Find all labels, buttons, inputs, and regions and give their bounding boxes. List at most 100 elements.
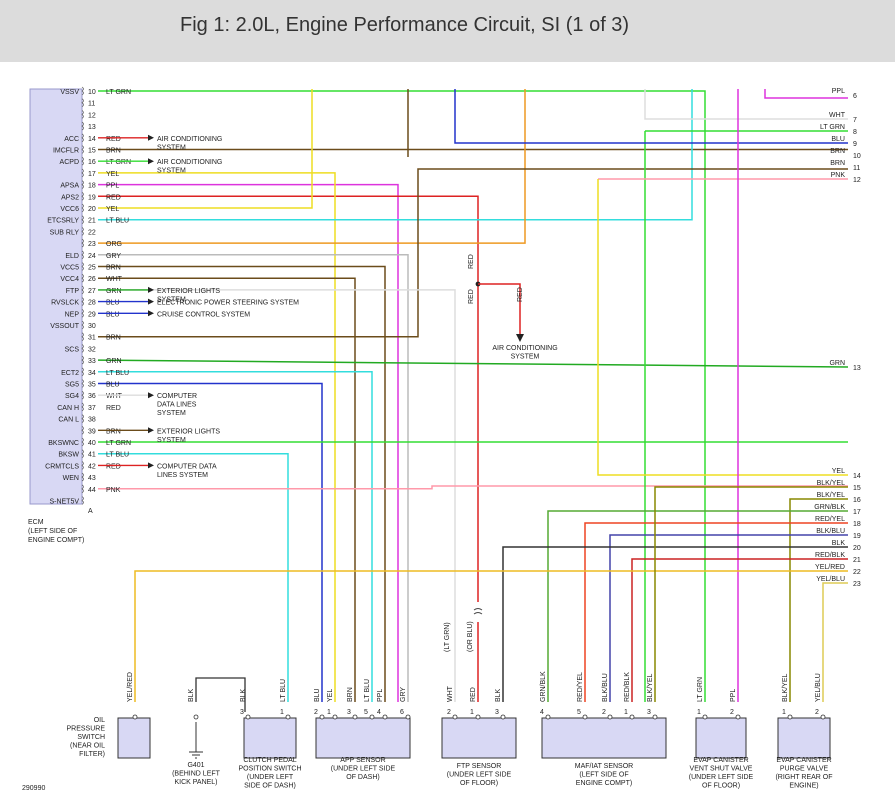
ecm-wire-color: LT BLU — [106, 370, 129, 377]
ecm-pin-name: VSSV — [60, 89, 79, 96]
ecm-wire-color: WHT — [106, 393, 123, 400]
right-wire-color: BLK/YEL — [817, 480, 846, 487]
splice-branch-wire — [478, 283, 521, 334]
component-label: POSITION SWITCH — [239, 766, 302, 773]
pin-terminal — [382, 714, 388, 720]
ecm-pin-number: 35 — [88, 382, 96, 389]
connector-mark — [81, 86, 84, 96]
connector-mark — [81, 402, 84, 412]
right-pin-number: 21 — [853, 557, 861, 564]
component-box — [541, 717, 667, 759]
ecm-box — [29, 88, 83, 505]
component-pin-number: 2 — [314, 709, 318, 716]
ecm-pin-number: 11 — [88, 101, 95, 108]
pin-terminal — [332, 714, 338, 720]
wire — [98, 90, 706, 702]
component-wire-color: YEL — [327, 689, 334, 702]
component-label: APP SENSOR — [340, 757, 385, 764]
ecm-wire-color: RED — [106, 405, 121, 412]
splice-wire-color: RED — [468, 289, 475, 304]
pin-terminal — [285, 714, 291, 720]
connector-mark — [81, 297, 84, 306]
wire — [644, 89, 848, 120]
connector-mark — [81, 461, 84, 470]
connector-mark — [81, 133, 84, 143]
component-pin-number: 3 — [495, 709, 499, 716]
ecm-pin-name: VCC6 — [60, 206, 79, 213]
component-box — [243, 717, 297, 759]
pin-terminal — [369, 714, 375, 720]
pin-terminal — [405, 714, 411, 720]
component-wire-color: LT BLU — [364, 679, 371, 702]
ecm-pin-number: 22 — [88, 229, 96, 236]
ecm-wire-color: RED — [106, 194, 121, 201]
connector-mark — [81, 390, 84, 400]
ecm-pin-number: 38 — [88, 417, 96, 424]
component-wire-color: YEL/BLU — [815, 673, 822, 702]
right-wire-color: PNK — [831, 172, 846, 179]
component-pin-number: 3 — [647, 709, 651, 716]
component-wire-alt: (OR BLU) — [467, 621, 474, 652]
wire — [98, 254, 409, 702]
component-label: OF DASH) — [346, 774, 379, 781]
component-label: ENGINE) — [789, 783, 818, 790]
component-label: OIL — [94, 717, 105, 724]
component-label: FILTER) — [79, 751, 105, 758]
component-label: SIDE OF DASH) — [244, 783, 296, 790]
pin-terminal — [582, 714, 588, 720]
component-label: MAF/IAT SENSOR — [575, 763, 633, 770]
ecm-wire-color: ORG — [106, 241, 122, 248]
ecm-pin-name: VSSOUT — [50, 323, 80, 330]
ecm-pin-name: CRMTCLS — [45, 463, 79, 470]
ecm-pin-number: 12 — [88, 112, 96, 119]
component-pin-number: 2 — [447, 709, 451, 716]
ecm-wire-color: BRN — [106, 148, 121, 155]
right-wire-color: PPL — [832, 88, 845, 95]
system-label: EXTERIOR LIGHTS — [157, 288, 220, 295]
ecm-pin-name: BKSWNC — [48, 440, 79, 447]
wire — [764, 89, 848, 99]
component-label: KICK PANEL) — [174, 779, 217, 786]
ecm-pin-number: 39 — [88, 428, 96, 435]
connector-mark — [81, 203, 84, 213]
component-label: VENT SHUT VALVE — [690, 766, 753, 773]
connector-break-icon — [473, 608, 483, 615]
connector-mark — [81, 437, 84, 447]
ecm-pin-number: 42 — [88, 463, 96, 470]
component-box — [315, 717, 411, 759]
right-pin-number: 18 — [853, 521, 861, 528]
right-wire-color: BLK/BLU — [816, 528, 845, 535]
component-pin-number: 4 — [377, 709, 381, 716]
ecm-wire-color: PPL — [106, 183, 119, 190]
ecm-pin-number: 28 — [88, 300, 96, 307]
ecm-connector-letter: A — [88, 508, 93, 515]
component-label: (BEHIND LEFT — [172, 771, 221, 778]
pin-terminal — [607, 714, 613, 720]
component-label: SWITCH — [77, 734, 105, 741]
ecm-pin-name: SCS — [65, 346, 80, 353]
component-box — [777, 717, 831, 759]
right-pin-number: 23 — [853, 581, 861, 588]
system-label: AIR CONDITIONING — [157, 136, 222, 143]
ecm-pin-number: 37 — [88, 405, 96, 412]
connector-mark — [81, 472, 84, 482]
ecm-pin-name: ETCSRLY — [47, 218, 79, 225]
title-bar: Fig 1: 2.0L, Engine Performance Circuit,… — [0, 0, 895, 62]
splice-wire-color: RED — [468, 254, 475, 269]
system-label: AIR CONDITIONING — [157, 159, 222, 166]
connector-mark — [81, 180, 84, 189]
connector-mark — [81, 250, 84, 260]
arrow-icon — [148, 462, 154, 469]
right-pin-number: 13 — [853, 365, 861, 372]
pin-terminal — [475, 714, 481, 720]
right-wire-color: LT GRN — [820, 124, 845, 131]
component-wire-color: RED — [470, 687, 477, 702]
wire — [789, 498, 848, 702]
component-pin-number: 1 — [280, 709, 284, 716]
connector-mark — [81, 309, 84, 318]
arrow-icon — [148, 427, 154, 434]
connector-mark — [81, 414, 84, 423]
ecm-pin-name: APS2 — [61, 194, 79, 201]
right-pin-number: 7 — [853, 117, 857, 124]
